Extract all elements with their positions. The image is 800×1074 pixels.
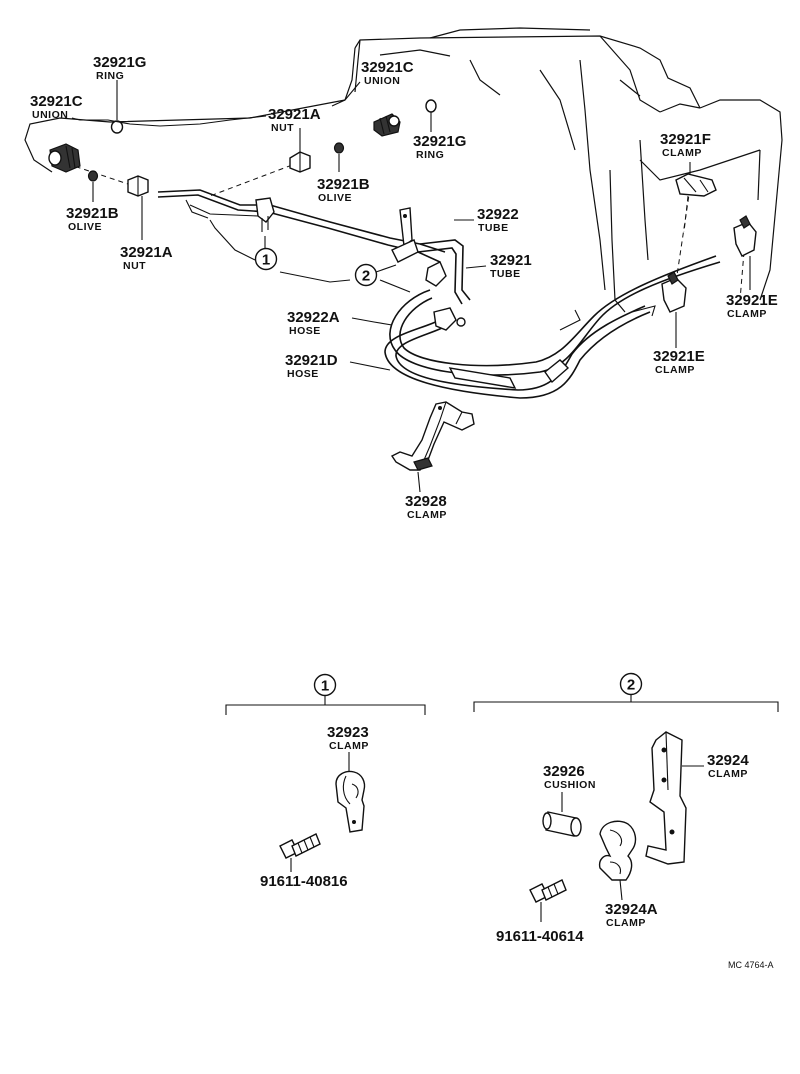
callout-1-detail-label: 1 xyxy=(321,678,329,695)
part-number-32924: 32924 xyxy=(707,752,749,769)
part-number: 32921A xyxy=(120,244,173,261)
part-number-32924A: 32924A xyxy=(605,901,658,918)
part-number-91611-40614: 91611-40614 xyxy=(496,928,584,945)
union-top-graphic xyxy=(373,113,401,137)
part-number: 32921G xyxy=(413,133,466,150)
diagram-code: MC 4764-A xyxy=(728,960,774,970)
label-32921G-right: 32921G RING xyxy=(413,133,466,161)
part-number: 32921A xyxy=(268,106,321,123)
label-32921E-right: 32921E CLAMP xyxy=(726,292,778,320)
detail-1: 1 32923 CLAMP 91611-40816 xyxy=(225,673,426,890)
clamp-32924A-graphic xyxy=(598,820,637,881)
bracket-2-graphic xyxy=(391,207,419,263)
part-number: 32921E xyxy=(653,348,705,365)
part-name: UNION xyxy=(364,75,400,87)
part-name: CLAMP xyxy=(727,308,767,320)
cushion-32926-graphic xyxy=(542,811,582,837)
label-32921B-left: 32921B OLIVE xyxy=(66,205,119,233)
label-32921D: 32921D HOSE xyxy=(285,352,338,380)
part-name-32924A: CLAMP xyxy=(606,917,646,929)
part-number-91611-40816: 91611-40816 xyxy=(260,873,348,890)
part-name: CLAMP xyxy=(662,147,702,159)
bolt-91611-40816-graphic xyxy=(279,833,321,859)
nut-left-graphic xyxy=(127,175,149,197)
nut-top-graphic xyxy=(289,151,311,173)
part-name: UNION xyxy=(32,109,68,121)
hose-clamp-graphic xyxy=(425,261,466,331)
part-name: NUT xyxy=(123,260,146,272)
callout-1-upper-label: 1 xyxy=(262,252,270,269)
olive-left-graphic xyxy=(87,170,99,182)
part-name: RING xyxy=(96,70,124,82)
part-number: 32921 xyxy=(490,252,532,269)
assembly-guide-lines xyxy=(49,157,745,301)
part-number: 32921C xyxy=(361,59,414,76)
clamp-32924-graphic xyxy=(645,731,687,865)
part-number: 32921G xyxy=(93,54,146,71)
part-number: 32921C xyxy=(30,93,83,110)
callout-2-upper: 2 xyxy=(354,263,378,287)
clamp-32923-graphic xyxy=(335,770,366,833)
label-32921A-left: 32921A NUT xyxy=(120,244,173,272)
label-32921A-top: 32921A NUT xyxy=(268,106,321,134)
part-number-32926: 32926 xyxy=(543,763,585,780)
part-number-32923: 32923 xyxy=(327,724,369,741)
part-name: HOSE xyxy=(287,368,319,380)
part-name: OLIVE xyxy=(68,221,102,233)
union-left-graphic xyxy=(48,143,81,173)
part-name-32926: CUSHION xyxy=(544,779,596,791)
ring-left-graphic xyxy=(110,120,124,134)
clamp-32921F-graphic xyxy=(675,173,717,197)
label-32922: 32922 TUBE xyxy=(477,206,519,234)
part-number: 32921D xyxy=(285,352,338,369)
label-32921E-center: 32921E CLAMP xyxy=(653,348,705,376)
part-name: RING xyxy=(416,149,444,161)
bolt-91611-40614-graphic xyxy=(529,879,567,903)
part-number: 32921B xyxy=(317,176,370,193)
olive-right-graphic xyxy=(333,142,345,154)
part-name: CLAMP xyxy=(655,364,695,376)
part-name: OLIVE xyxy=(318,192,352,204)
part-name: CLAMP xyxy=(407,509,447,521)
callout-2-upper-label: 2 xyxy=(362,268,370,285)
part-number: 32922A xyxy=(287,309,340,326)
tube-clamp-1-graphic xyxy=(255,197,275,232)
part-name: TUBE xyxy=(478,222,509,234)
callout-1-upper: 1 xyxy=(254,247,278,271)
part-name-32924: CLAMP xyxy=(708,768,748,780)
part-number: 32928 xyxy=(405,493,447,510)
detail-2: 2 32926 CUSHION 32924 CLAMP 32924A CLAMP xyxy=(473,672,779,945)
leader-lines xyxy=(71,80,751,493)
part-name-32923: CLAMP xyxy=(329,740,369,752)
label-32921F: 32921F CLAMP xyxy=(660,131,711,159)
part-name: HOSE xyxy=(289,325,321,337)
clamp-32921E-right-graphic xyxy=(733,215,757,257)
power-steering-tubes xyxy=(157,189,721,399)
clamp-32921E-center-graphic xyxy=(661,271,687,313)
label-32921C-top: 32921C UNION xyxy=(361,59,414,87)
label-32921C-left: 32921C UNION xyxy=(30,93,83,121)
part-number: 32921E xyxy=(726,292,778,309)
label-32922A: 32922A HOSE xyxy=(287,309,340,337)
part-number: 32922 xyxy=(477,206,519,223)
ring-right-graphic xyxy=(425,99,437,113)
callout-2-detail-label: 2 xyxy=(627,677,635,694)
label-32921: 32921 TUBE xyxy=(490,252,532,280)
part-name: NUT xyxy=(271,122,294,134)
part-name: TUBE xyxy=(490,268,521,280)
clamp-32928-graphic xyxy=(390,401,475,471)
label-32921G-left: 32921G RING xyxy=(93,54,146,82)
part-number: 32921F xyxy=(660,131,711,148)
part-number: 32921B xyxy=(66,205,119,222)
engine-block-outline xyxy=(24,27,783,313)
label-32928: 32928 CLAMP xyxy=(405,493,447,521)
label-32921B-right: 32921B OLIVE xyxy=(317,176,370,204)
